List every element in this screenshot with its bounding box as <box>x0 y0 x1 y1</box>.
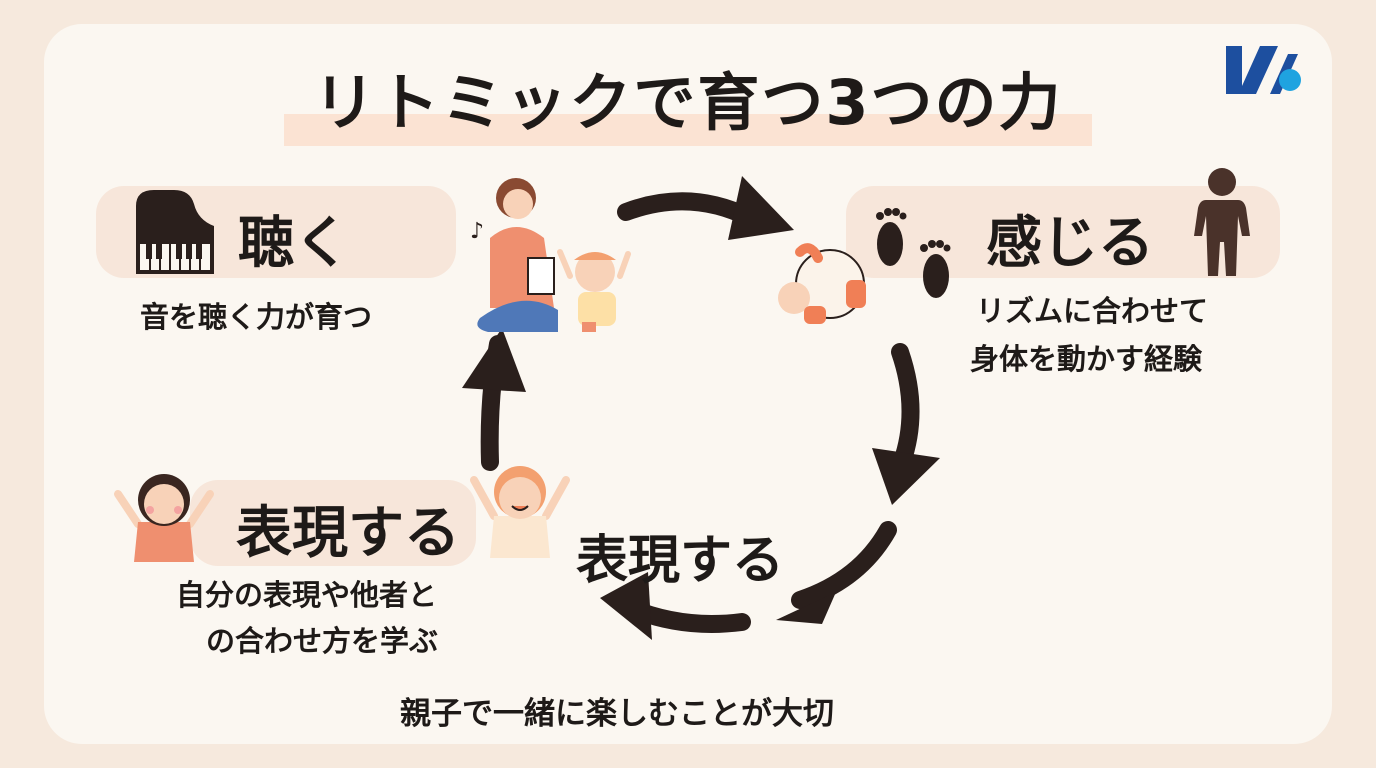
listen-desc: 音を聴く力が育つ <box>140 300 373 334</box>
arrowhead-3 <box>776 592 836 624</box>
cheering-boy-illustration <box>470 466 570 558</box>
page-title: リトミックで育つ3つの力 <box>313 66 1063 139</box>
brand-logo <box>1226 46 1301 94</box>
cycle-label: 表現する <box>576 531 785 591</box>
arrow-to-bottom <box>791 521 897 609</box>
footprints-icon <box>876 208 951 298</box>
arrowhead-1 <box>728 176 794 240</box>
express-desc-line2: の合わせ方を学ぶ <box>206 624 439 658</box>
rolling-baby-illustration <box>778 243 866 324</box>
arrowhead-4 <box>600 572 652 640</box>
express-pill <box>190 480 476 566</box>
feel-desc-line2: 身体を動かす経験 <box>970 342 1203 376</box>
feel-label: 感じる <box>986 211 1154 276</box>
express-desc-line1: 自分の表現や他者と <box>176 578 438 612</box>
cheering-girl-illustration <box>114 474 214 562</box>
mother-baby-illustration: ♪ <box>470 178 631 332</box>
arrow-feel-down <box>891 343 920 471</box>
child-silhouette-icon <box>1194 168 1250 276</box>
piano-icon <box>136 190 214 274</box>
arrowhead-2 <box>872 448 940 505</box>
svg-text:♪: ♪ <box>470 219 484 244</box>
arrowhead-5 <box>462 328 526 392</box>
footer-text: 親子で一緒に楽しむことが大切 <box>400 696 834 732</box>
express-label: 表現する <box>236 501 460 566</box>
arrow-listen-to-feel <box>617 192 759 227</box>
listen-label: 聴く <box>238 211 350 276</box>
feel-desc-line1: リズムに合わせて <box>976 294 1209 328</box>
title-highlight <box>284 114 1092 146</box>
